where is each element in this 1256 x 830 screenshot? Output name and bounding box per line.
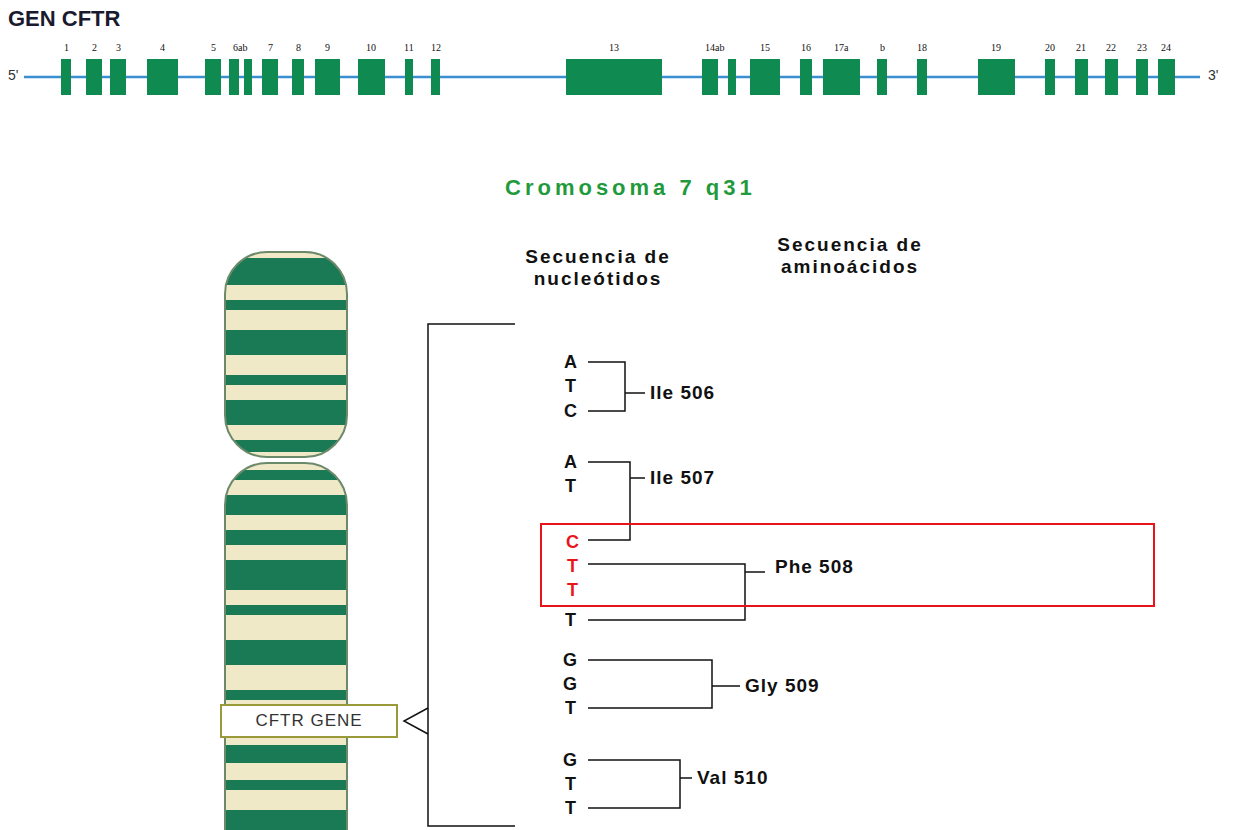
exon-number: 21 (1076, 42, 1086, 54)
nucleotide: C (566, 532, 579, 553)
nucleotide: T (565, 610, 576, 631)
amino-acid: Gly 509 (745, 675, 820, 697)
exon-number: 17a (834, 42, 848, 54)
exon-number: 19 (991, 42, 1001, 54)
nucleotide: T (565, 376, 576, 397)
exon-number: 4 (160, 42, 165, 54)
exon-boxes (61, 59, 1175, 95)
exon-number: 11 (404, 42, 414, 54)
bracket (404, 324, 515, 826)
exon-number: 10 (366, 42, 376, 54)
end-label: 3' (1208, 67, 1218, 83)
nucleotide: A (564, 352, 577, 373)
box-text: CFTR GENE (232, 711, 386, 731)
title: GEN CFTR (8, 6, 120, 31)
nucleotide: G (563, 750, 577, 771)
exon-number: 9 (325, 42, 330, 54)
exon-number: 1 (64, 42, 69, 54)
nucleotide: G (563, 650, 577, 671)
exon-number: 8 (296, 42, 301, 54)
chromosome-title: Cromosoma 7 q31 (505, 175, 756, 200)
exon-number: 23 (1137, 42, 1147, 54)
exon-number: 16 (801, 42, 811, 54)
exon-number: 2 (92, 42, 97, 54)
exon-number: 20 (1045, 42, 1055, 54)
exon-number: 22 (1106, 42, 1116, 54)
amino-acid: Phe 508 (775, 556, 854, 578)
column-heading: Secuencia de nucleótidos (503, 246, 693, 290)
exon-number: 13 (609, 42, 619, 54)
exon-number: 14ab (705, 42, 724, 54)
exon-number: b (880, 42, 885, 54)
exon-number: 18 (917, 42, 927, 54)
nucleotide: T (567, 580, 578, 601)
nucleotide: T (565, 798, 576, 819)
exon-number: 24 (1161, 42, 1171, 54)
codon-brackets (588, 362, 765, 808)
exon-number: 7 (268, 42, 273, 54)
amino-acid: Ile 506 (650, 382, 715, 404)
nucleotide: C (564, 401, 577, 422)
column-heading: Secuencia de aminoácidos (755, 234, 945, 278)
nucleotide: T (565, 698, 576, 719)
highlight-box: CTTPhe 508 (540, 523, 1155, 607)
exon-number: 15 (760, 42, 770, 54)
end-label: 5' (8, 67, 18, 83)
exon-number: 6ab (233, 42, 247, 54)
exon-number: 12 (431, 42, 441, 54)
exon-number: 5 (211, 42, 216, 54)
exon-number: 3 (116, 42, 121, 54)
nucleotide: G (563, 674, 577, 695)
amino-acid: Val 510 (697, 767, 768, 789)
chromosome (225, 252, 347, 830)
nucleotide: A (564, 452, 577, 473)
nucleotide: T (565, 774, 576, 795)
gene-label-box: CFTR GENE (220, 704, 398, 738)
nucleotide: T (565, 476, 576, 497)
amino-acid: Ile 507 (650, 467, 715, 489)
nucleotide: T (567, 556, 578, 577)
